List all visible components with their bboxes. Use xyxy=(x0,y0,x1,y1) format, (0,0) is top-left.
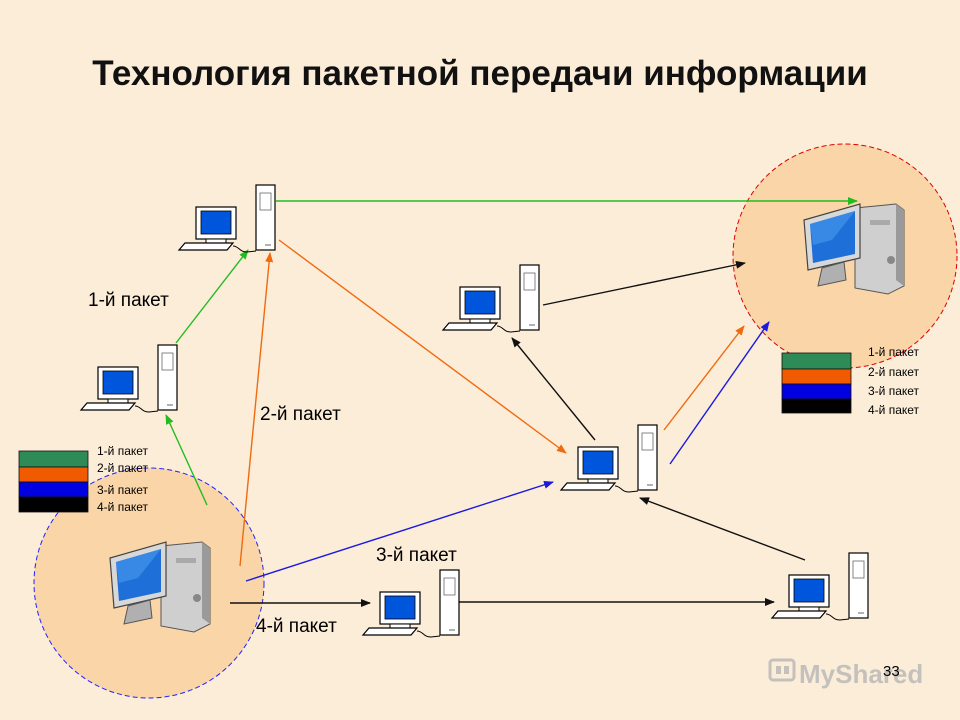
route-black-3 xyxy=(639,497,806,561)
node-computer-middle-top xyxy=(442,264,540,333)
watermark-logo: MyShared xyxy=(768,658,923,689)
node-computer-bottom xyxy=(362,569,460,638)
label-packet-2: 2-й пакет xyxy=(260,404,341,425)
route-orange-3 xyxy=(663,325,745,431)
node-computer-top xyxy=(178,184,276,253)
node-computer-left xyxy=(80,344,178,413)
label-packet-1: 1-й пакет xyxy=(88,290,169,311)
route-blue-2 xyxy=(669,321,770,465)
route-blue-1 xyxy=(245,480,554,582)
route-black-5 xyxy=(542,260,746,306)
legend-left-1: 1-й пакет xyxy=(97,444,149,458)
legend-left-4: 4-й пакет xyxy=(97,500,149,514)
label-packet-4: 4-й пакет xyxy=(256,616,337,637)
page-number: 33 xyxy=(883,663,900,680)
route-black-4 xyxy=(511,337,596,441)
watermark-text: MyShared xyxy=(799,659,923,689)
legend-left-2: 2-й пакет xyxy=(97,461,149,475)
packet-routes xyxy=(165,197,858,607)
legend-left-3: 3-й пакет xyxy=(97,483,149,497)
slide-title: Технология пакетной передачи информации xyxy=(92,54,868,93)
legend-right-3: 3-й пакет xyxy=(868,384,920,398)
legend-right-4: 4-й пакет xyxy=(868,403,920,417)
node-computer-bottom-right xyxy=(771,552,869,621)
label-packet-3: 3-й пакет xyxy=(376,545,457,566)
legend-right-1: 1-й пакет xyxy=(868,345,920,359)
packet-stack-right xyxy=(781,352,852,414)
packet-stack-left xyxy=(18,450,89,513)
route-orange-2 xyxy=(278,239,567,454)
route-green-2 xyxy=(175,249,249,344)
legend-right-2: 2-й пакет xyxy=(868,365,920,379)
node-computer-center xyxy=(560,424,658,493)
route-green-1 xyxy=(165,414,208,506)
route-orange-1 xyxy=(239,252,274,567)
